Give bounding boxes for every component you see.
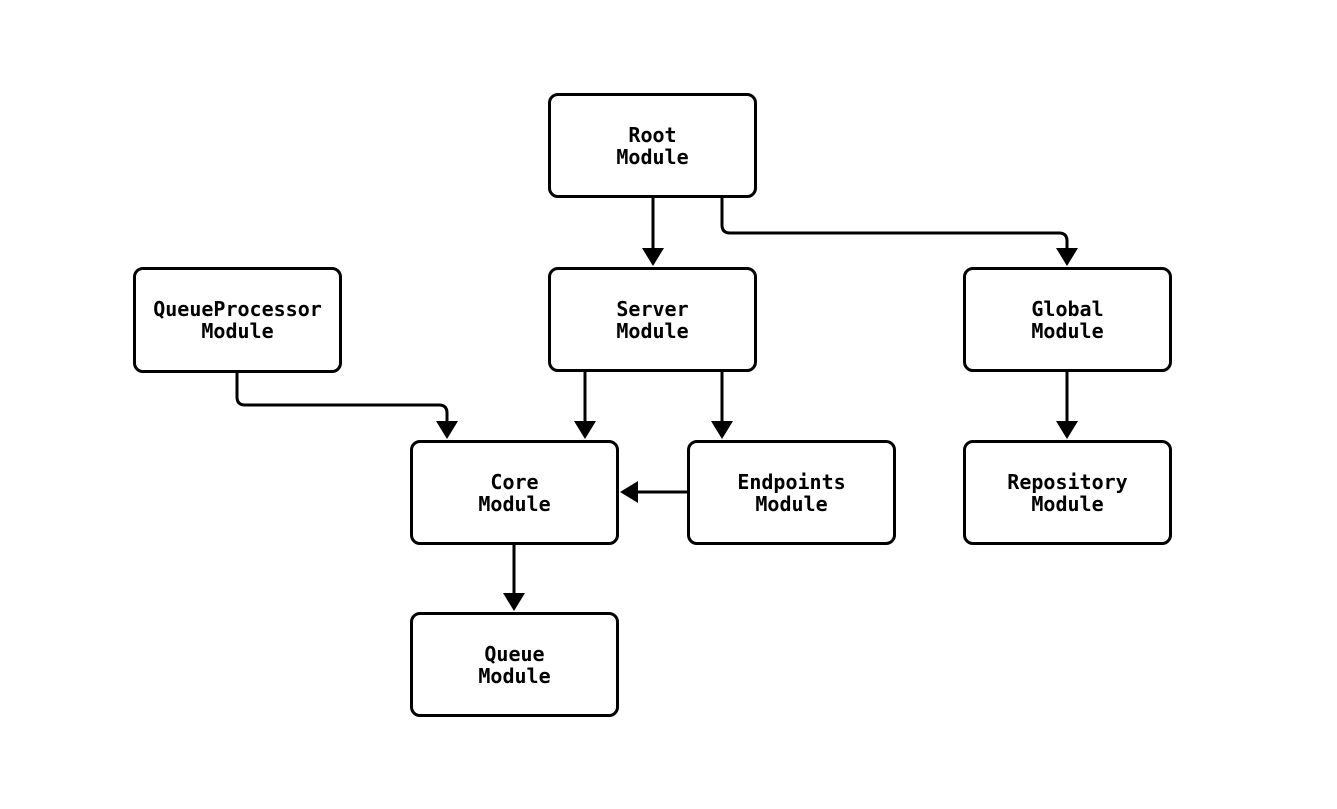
arrowhead-endpoints-to-core [620,481,638,503]
arrowhead-root-to-global [1056,248,1078,266]
arrowhead-root-to-server [642,248,664,266]
arrowhead-server-to-endpoints [711,421,733,439]
node-repository-module: Repository Module [963,440,1172,545]
node-endpoints-module: Endpoints Module [687,440,896,545]
edge-queueprocessor-to-core [235,373,449,423]
arrowhead-server-to-core [574,421,596,439]
arrowhead-queueprocessor-to-core [436,421,458,439]
arrowhead-core-to-queue [503,593,525,611]
node-server-module: Server Module [548,267,757,372]
node-core-module: Core Module [410,440,619,545]
node-root-module: Root Module [548,93,757,198]
edge-root-to-global [720,197,1069,250]
node-global-module: Global Module [963,267,1172,372]
node-queue-module: Queue Module [410,612,619,717]
node-queueprocessor-module: QueueProcessor Module [133,267,342,373]
arrowhead-global-to-repository [1056,421,1078,439]
